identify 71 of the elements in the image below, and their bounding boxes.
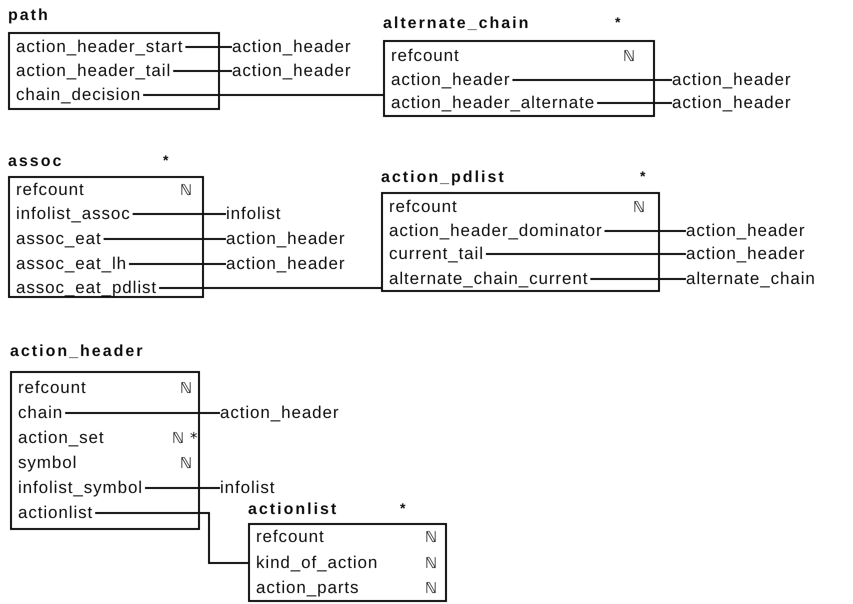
star-mark: * (615, 13, 620, 32)
field-name: assoc_eat_lh (16, 253, 127, 275)
field-name: current_tail (389, 243, 484, 265)
field-name: actionlist (18, 502, 94, 524)
type-mark: ℕ (425, 527, 438, 548)
connector-line (143, 94, 383, 96)
field-name: action_parts (256, 577, 360, 599)
type-mark: ℕ (633, 197, 646, 218)
connector-line (512, 79, 672, 81)
record-title: alternate_chain (383, 14, 530, 34)
field-name: kind_of_action (256, 552, 378, 574)
field-name: action_header_dominator (389, 220, 603, 242)
field-name: action_set (18, 427, 104, 449)
connector-line (159, 287, 381, 289)
reference-label: action_header (232, 36, 352, 58)
connector-line (185, 46, 232, 48)
record-title: assoc (8, 152, 64, 172)
reference-label: action_header (686, 220, 806, 242)
record-title: action_pdlist (381, 168, 506, 188)
field-name: assoc_eat (16, 228, 102, 250)
connector-line (95, 512, 248, 564)
connector-line (132, 213, 226, 215)
record-title: actionlist (248, 500, 338, 520)
field-name: assoc_eat_pdlist (16, 277, 158, 299)
field-name: refcount (389, 196, 458, 218)
star-mark: * (163, 151, 168, 170)
reference-label: action_header (220, 402, 340, 424)
connector-line (486, 253, 686, 255)
connector-line (173, 70, 232, 72)
connector-line (590, 278, 686, 280)
type-mark: ℕ (425, 578, 438, 599)
field-name: infolist_symbol (18, 477, 143, 499)
field-name: infolist_assoc (16, 203, 131, 225)
star-mark: * (640, 167, 646, 186)
connector-line (604, 230, 686, 232)
type-mark: ℕ (180, 453, 192, 474)
type-mark: ℕ (425, 553, 438, 574)
reference-label: infolist (226, 203, 282, 225)
reference-label: action_header (226, 253, 346, 275)
field-name: refcount (18, 377, 87, 399)
star-mark: * (400, 499, 406, 518)
type-mark: ℕ (180, 378, 192, 399)
field-name: alternate_chain_current (389, 268, 588, 290)
field-name: chain (18, 402, 64, 424)
record-title: action_header (10, 342, 144, 362)
type-mark: ℕ (172, 428, 184, 449)
record-title: path (8, 6, 50, 26)
field-name: refcount (391, 45, 460, 67)
reference-label: action_header (232, 60, 352, 82)
reference-label: action_header (226, 228, 346, 250)
connector-line (128, 263, 226, 265)
reference-label: action_header (686, 243, 806, 265)
star-mark: * (190, 428, 198, 449)
connector-line (65, 412, 220, 414)
connector-line (597, 102, 672, 104)
field-name: action_header_tail (16, 60, 172, 82)
reference-label: infolist (220, 477, 276, 499)
field-name: symbol (18, 452, 78, 474)
field-name: chain_decision (16, 84, 142, 106)
reference-label: action_header (672, 92, 792, 114)
connector-line (145, 487, 220, 489)
field-name: refcount (256, 526, 325, 548)
field-name: action_header_alternate (391, 92, 596, 114)
type-mark: ℕ (180, 180, 192, 201)
reference-label: alternate_chain (686, 268, 816, 290)
reference-label: action_header (672, 69, 792, 91)
field-name: action_header (391, 69, 510, 91)
connector-line (104, 238, 226, 240)
field-name: action_header_start (16, 36, 184, 58)
field-name: refcount (16, 179, 85, 201)
type-mark: ℕ (623, 46, 636, 67)
